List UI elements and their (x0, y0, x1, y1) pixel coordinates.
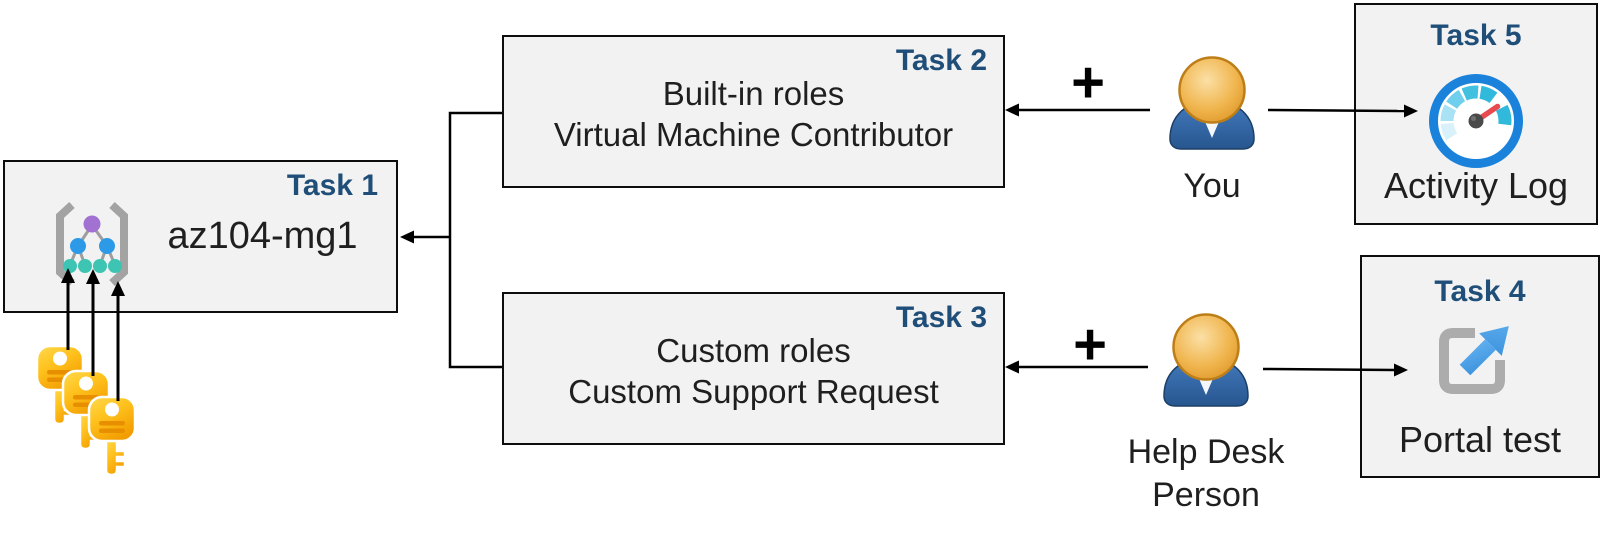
mg-node-blue (99, 238, 115, 254)
task3-box: Task 3 Custom roles Custom Support Reque… (502, 292, 1005, 445)
task2-label: Task 2 (895, 44, 987, 77)
task4-box: Task 4 Portal test (1360, 255, 1600, 478)
gauge-hub (1468, 113, 1484, 129)
help-desk-label-line1: Help Desk (1127, 433, 1285, 471)
mg-node-teal (108, 259, 122, 273)
key-icon (87, 395, 137, 477)
external-link-arrow (1459, 326, 1509, 376)
person-head (1172, 313, 1240, 381)
task3-line1: Custom roles (656, 332, 851, 369)
task1-title: az104-mg1 (167, 215, 358, 257)
connector-task2-task3-bracket (448, 111, 502, 369)
mg-node-teal (78, 259, 92, 273)
external-link-bracket (1439, 328, 1505, 394)
plus-help-desk-icon: + (1073, 312, 1107, 377)
person-icon (1169, 56, 1255, 150)
you-label: You (1183, 167, 1241, 205)
task1-label: Task 1 (286, 169, 378, 202)
task1-box: Task 1 az104-mg1 (3, 160, 398, 313)
management-group-icon (56, 202, 128, 286)
gauge-segments (1440, 85, 1512, 141)
task4-label: Task 4 (1434, 275, 1526, 308)
activity-log-gauge-icon (1429, 74, 1523, 168)
task3-label: Task 3 (895, 301, 987, 334)
mg-node-blue (70, 238, 86, 254)
person-icon (1163, 313, 1249, 407)
plus-you-icon: + (1071, 50, 1105, 115)
task5-box: Task 5 Activity Log (1354, 3, 1598, 225)
mg-node-teal (93, 259, 107, 273)
task2-box: Task 2 Built-in roles Virtual Machine Co… (502, 35, 1005, 188)
mg-right-bracket (109, 202, 128, 286)
mg-node-purple (83, 215, 101, 233)
arrow-to-task1 (400, 230, 450, 244)
keys-icon (35, 344, 137, 477)
gauge-hub-highlight (1471, 116, 1476, 121)
task2-line2: Virtual Machine Contributor (553, 116, 954, 153)
person-head (1178, 56, 1246, 124)
external-link-icon (1439, 326, 1509, 394)
mg-node-teal (63, 259, 77, 273)
task4-caption: Portal test (1398, 419, 1562, 460)
task3-line2: Custom Support Request (568, 373, 939, 410)
task5-label: Task 5 (1430, 19, 1522, 52)
help-desk-label: Help Desk Person (1106, 431, 1306, 517)
help-desk-label-line2: Person (1152, 476, 1260, 514)
task5-caption: Activity Log (1383, 165, 1569, 206)
task2-line1: Built-in roles (662, 75, 845, 112)
